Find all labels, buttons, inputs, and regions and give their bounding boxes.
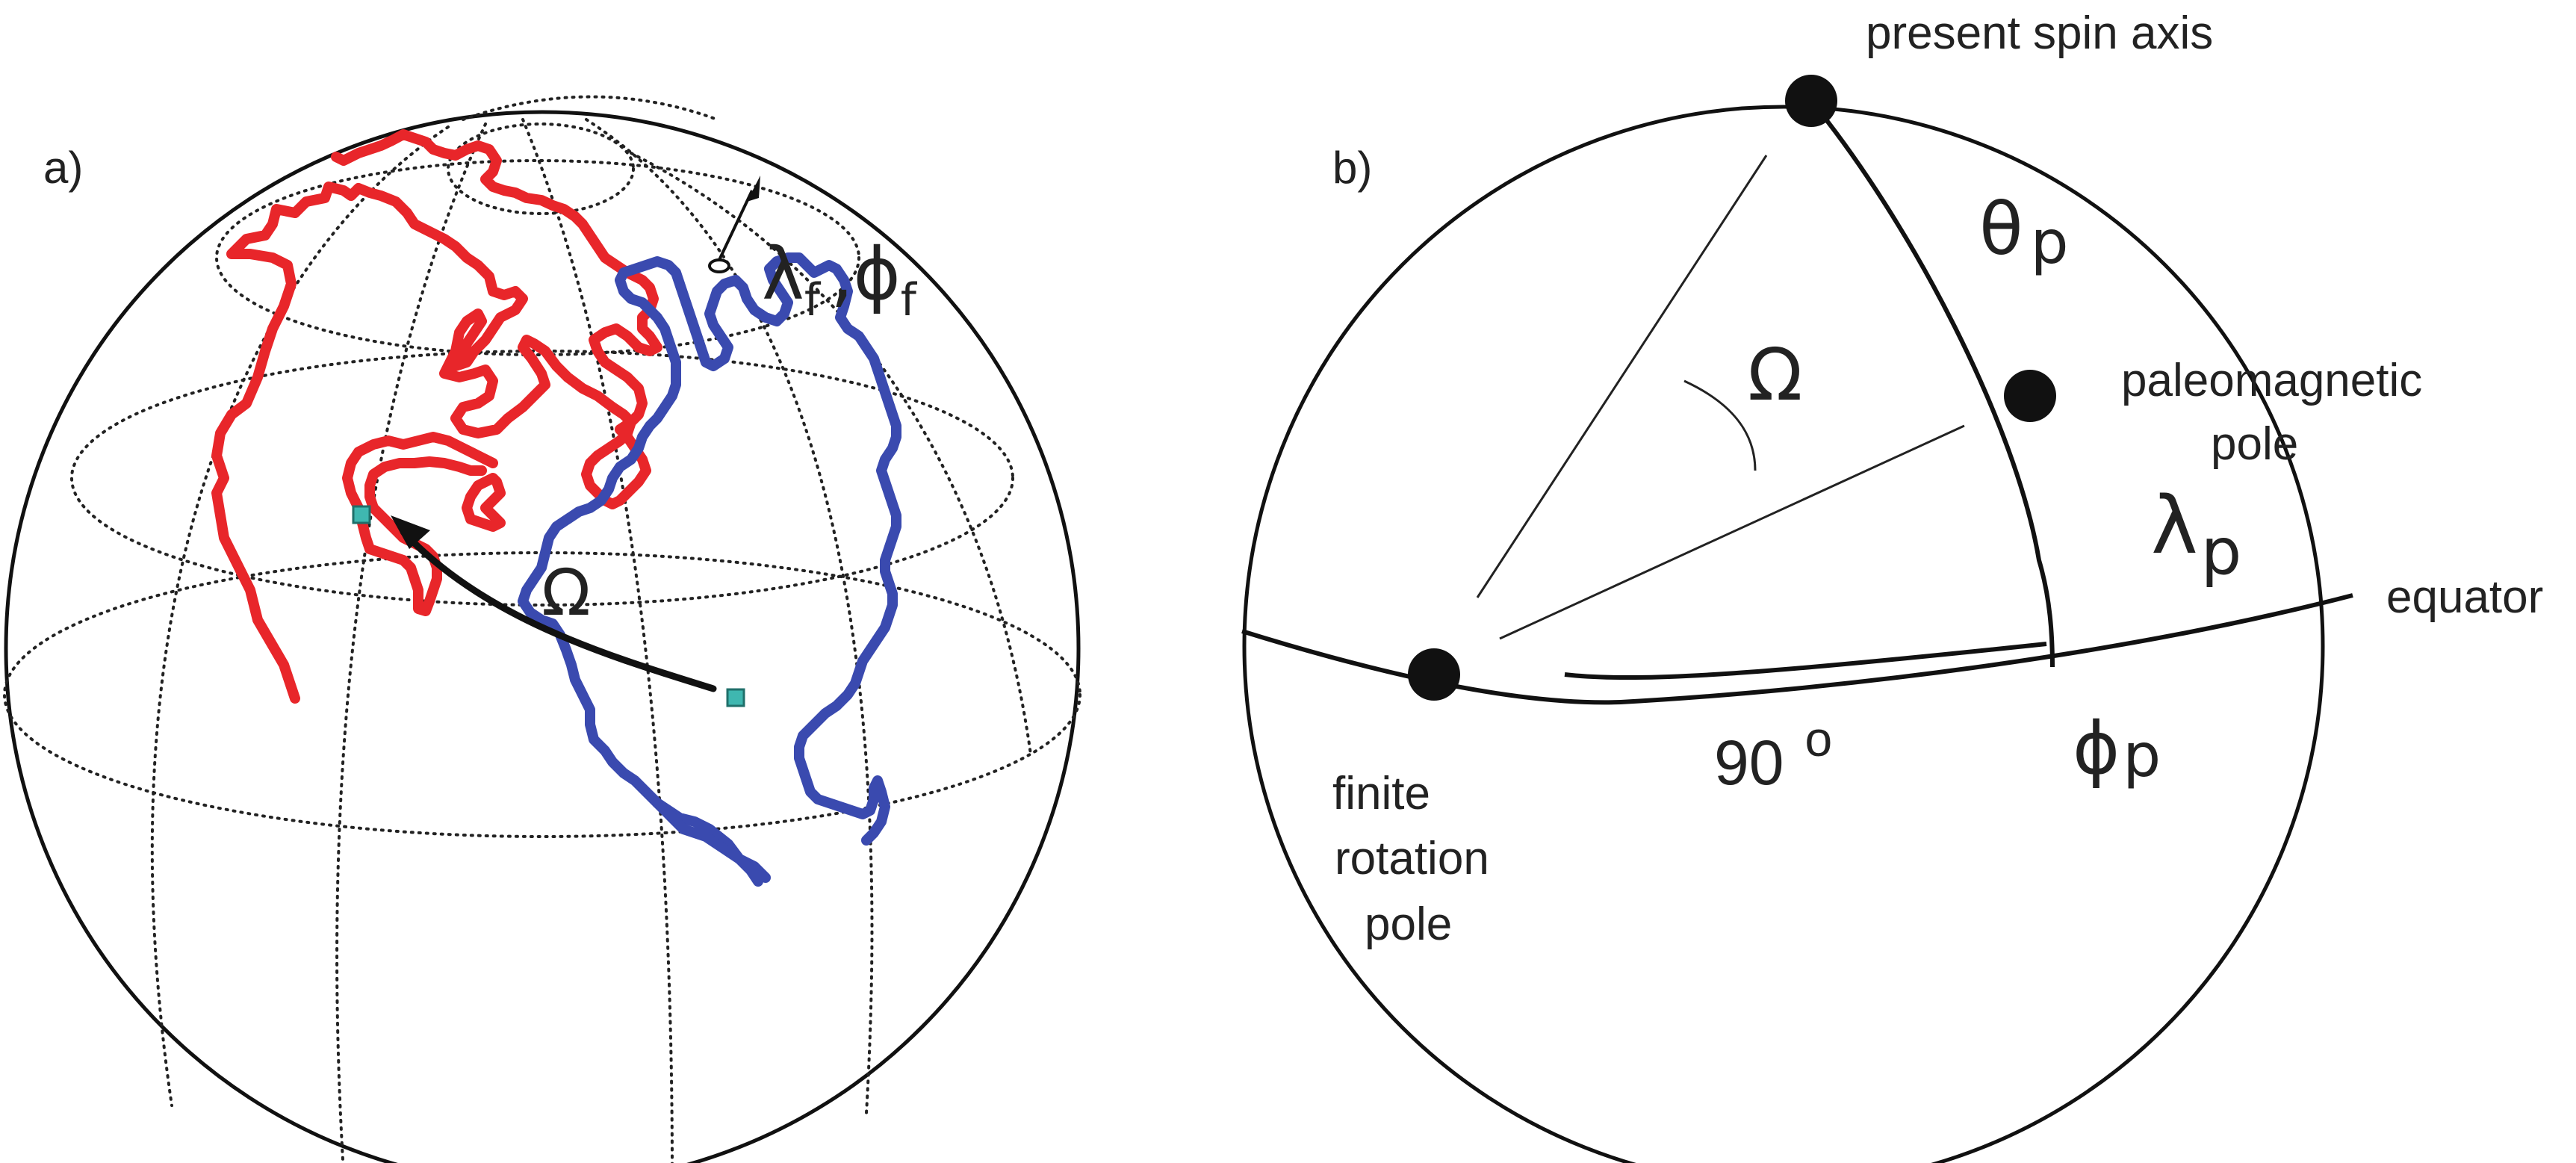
- lambda-f-sub: f: [804, 274, 822, 326]
- paleomagnetic-pole-point: [2004, 370, 2056, 422]
- rotation-arrow: [400, 528, 717, 692]
- spin-axis-label: present spin axis: [1866, 7, 2213, 59]
- meridian-4: [585, 118, 874, 1114]
- latitude-line-60: [215, 159, 860, 356]
- phi-p-main: ϕ: [2073, 707, 2120, 790]
- meridian-2: [335, 122, 487, 1163]
- globe-b-outline: [1242, 105, 2325, 1163]
- finite-label-line1: finite: [1332, 768, 1430, 819]
- paleomagnetic-label-line2: pole: [2211, 418, 2298, 470]
- finite-pole-ellipse: [708, 258, 730, 273]
- panel-b-label: b): [1332, 143, 1372, 193]
- phi-p-sub: p: [2123, 721, 2161, 790]
- meridian-6: [462, 95, 719, 121]
- degree-mark: o: [1804, 711, 1832, 766]
- comma-separator: ,: [831, 232, 854, 316]
- omega-symbol-a: Ω: [541, 556, 591, 630]
- omega-angle-arc: [1683, 379, 1757, 471]
- line-to-spin-axis: [1476, 155, 1768, 598]
- finite-rotation-pole-point: [1408, 648, 1460, 701]
- ninety-degree-arc: [1564, 642, 2047, 680]
- finite-pole-arrow-line: [718, 190, 754, 261]
- lambda-p-main: λ: [2151, 480, 2198, 571]
- euler-pole-rotated-marker: [726, 688, 745, 707]
- phi-f-main: ϕ: [853, 232, 900, 316]
- spin-axis-point: [1785, 75, 1837, 127]
- rotated-continent-florida: [652, 798, 763, 887]
- ninety-value: 90: [1714, 728, 1784, 798]
- phi-p-symbol: ϕp: [2073, 707, 2161, 790]
- lambda-f-symbol: λf,ϕf: [762, 232, 918, 326]
- polar-cap-circle: [447, 122, 635, 215]
- equator-line: [1241, 593, 2353, 705]
- lambda-p-sub: p: [2201, 515, 2242, 589]
- euler-pole-original-marker: [352, 505, 371, 524]
- finite-label-line3: pole: [1365, 899, 1452, 950]
- theta-main: θ: [1979, 187, 2023, 271]
- globe-a-outline: [4, 110, 1081, 1163]
- rotation-arrowhead: [391, 515, 430, 549]
- lambda-f-main: λ: [762, 232, 804, 316]
- line-to-paleomagnetic-pole: [1499, 424, 1965, 640]
- paleomagnetic-label-line1: paleomagnetic: [2121, 355, 2422, 406]
- finite-pole-arrowhead: [747, 176, 760, 202]
- meridian-arc: [1809, 99, 2055, 668]
- theta-sub: p: [2031, 208, 2069, 277]
- rotated-continent-outline: [518, 252, 901, 883]
- original-continent-outline: [211, 129, 662, 704]
- meridian-5: [630, 152, 1032, 756]
- latitude-line-30: [70, 350, 1014, 607]
- finite-label-line2: rotation: [1335, 833, 1489, 884]
- latitude-grid: [3, 122, 1081, 838]
- phi-f-sub: f: [901, 274, 918, 326]
- equator-label: equator: [2386, 571, 2543, 623]
- panel-a-label: a): [43, 143, 83, 193]
- original-continent-mexico: [342, 432, 506, 616]
- omega-symbol-b: Ω: [1748, 333, 1802, 417]
- meridian-1: [150, 125, 450, 1107]
- lambda-p-symbol: λp: [2151, 480, 2241, 589]
- ninety-degree-label: 90 o: [1714, 711, 1832, 798]
- meridian-3: [521, 118, 674, 1163]
- panel-a: a) Ω: [3, 95, 1081, 1163]
